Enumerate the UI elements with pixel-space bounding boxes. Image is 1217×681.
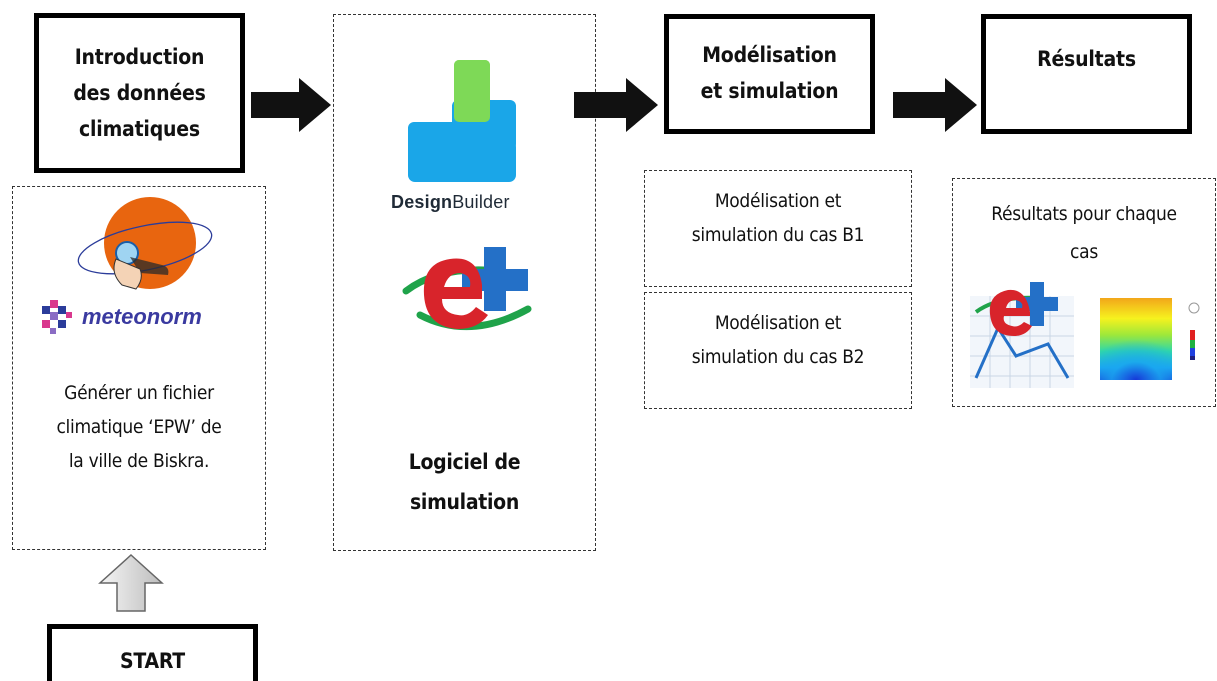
heatmap-icon [1100,298,1200,380]
designbuilder-logo [408,60,516,182]
designbuilder-wordmark-regular: Builder [452,192,510,212]
step-intro-line-3: climatiques [79,117,200,141]
case-b1-line-1: Modélisation et [714,190,842,212]
right-arrow-icon [893,78,977,132]
designbuilder-wordmark-bold: Design [391,192,453,212]
step-modelisation-line-2: et simulation [700,79,839,103]
step-modelisation-line-1: Modélisation [702,43,837,67]
step-resultats-label: Résultats [1037,47,1136,71]
case-b1-panel [644,170,912,287]
designbuilder-wordmark: DesignBuilder [391,192,510,213]
step-modelisation-box: Modélisation et simulation [664,14,875,134]
meteonorm-description: Générer un fichier climatique ‘EPW’ de l… [22,376,256,478]
results-line-1: Résultats pour chaque [991,203,1177,225]
step-intro-line-1: Introduction [74,45,205,69]
start-label: START [120,649,185,673]
case-b2-line-1: Modélisation et [714,312,842,334]
step-resultats-box: Résultats [981,14,1192,134]
results-chart-icon [970,282,1074,388]
meteonorm-globe-icon [77,197,213,290]
step-intro-box: Introduction des données climatiques [34,13,245,173]
case-b2-panel [644,292,912,409]
results-text: Résultats pour chaque cas [952,192,1216,274]
right-arrow-icon [574,78,658,132]
case-b1-text: Modélisation et simulation du cas B1 [644,184,912,252]
software-label-line-2: simulation [409,490,519,514]
case-b2-text: Modélisation et simulation du cas B2 [644,306,912,374]
meteonorm-pixels-icon [42,300,72,334]
meteonorm-description-line-1: Générer un fichier [64,382,214,404]
software-label-line-1: Logiciel de [408,450,521,474]
meteonorm-description-line-2: climatique ‘EPW’ de [56,416,222,438]
right-arrow-icon [251,78,331,132]
case-b2-line-2: simulation du cas B2 [691,346,865,368]
step-intro-line-2: des données [73,81,206,105]
meteonorm-wordmark: meteonorm [82,304,202,329]
start-box: START [47,624,258,681]
meteonorm-description-line-3: la ville de Biskra. [68,450,210,472]
case-b1-line-2: simulation du cas B1 [691,224,865,246]
energyplus-logo [402,247,532,331]
software-label: Logiciel de simulation [333,442,596,522]
results-line-2: cas [1070,241,1098,263]
up-arrow-icon [98,553,164,612]
